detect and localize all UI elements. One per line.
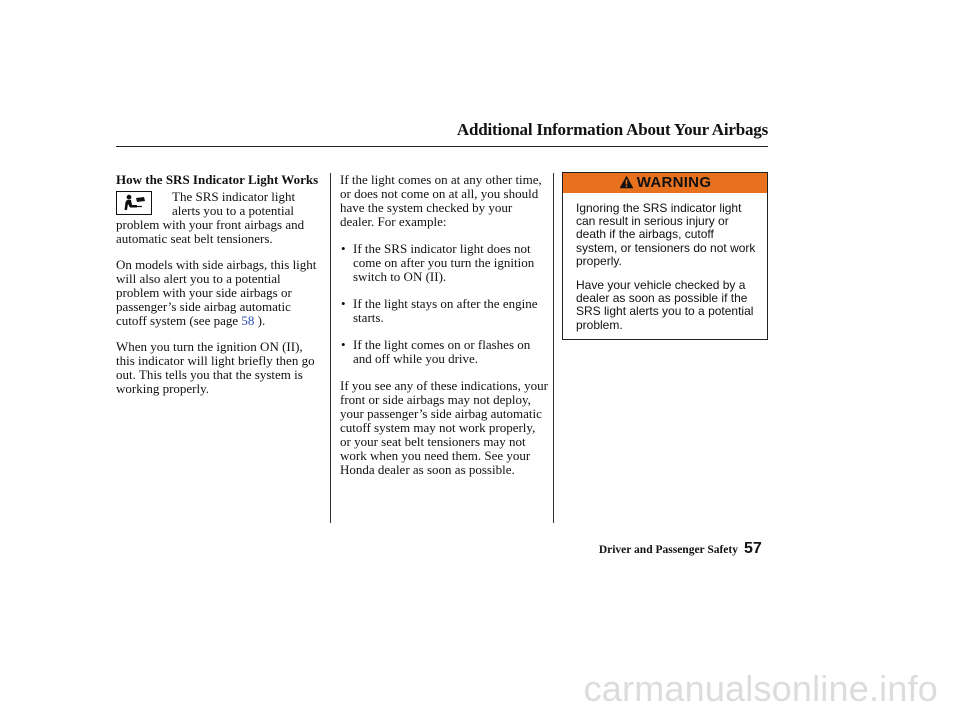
left-column: How the SRS Indicator Light Works The SR… [116,173,324,396]
paragraph-1-rest: problem with your front airbags and auto… [116,217,305,246]
paragraph-2: On models with side airbags, this light … [116,258,324,328]
section-heading: How the SRS Indicator Light Works [116,172,319,187]
warning-triangle-icon [619,175,634,189]
warning-paragraph: Have your vehicle checked by a dealer as… [576,278,754,332]
warning-body: Ignoring the SRS indicator light can res… [563,193,767,332]
title-rule [116,146,768,147]
list-item: • If the light stays on after the engine … [340,297,548,325]
warning-box: WARNING Ignoring the SRS indicator light… [562,172,768,340]
list-item-text: If the light stays on after the engine s… [353,296,538,325]
list-item-text: If the SRS indicator light does not come… [353,241,535,284]
paragraph-1-lead: The SRS indicator light alerts you to a … [172,189,296,218]
warning-label: WARNING [636,174,712,191]
indicator-paragraph: The SRS indicator light alerts you to a … [116,190,324,218]
column-divider-2 [553,173,554,523]
warning-paragraph: Ignoring the SRS indicator light can res… [576,201,756,268]
list-item: • If the SRS indicator light does not com… [340,242,548,284]
paragraph-3: When you turn the ignition ON (II), this… [116,339,315,396]
bullet-marker: • [341,241,346,256]
srs-airbag-indicator-icon [116,191,152,215]
watermark: carmanualsonline.info [583,668,938,709]
middle-column: If the light comes on at any other time,… [340,173,548,477]
page-number: 57 [744,540,762,557]
bullet-marker: • [341,337,346,352]
page-title: Additional Information About Your Airbag… [456,120,768,139]
paragraph-2-text: On models with side airbags, this light … [116,257,317,328]
warning-header: WARNING [563,173,767,193]
page-58-link[interactable]: 58 [241,313,255,328]
intro-paragraph: If the light comes on at any other time,… [340,172,542,229]
footer-section-name: Driver and Passenger Safety [598,544,738,556]
column-divider-1 [330,173,331,523]
closing-paragraph: If you see any of these indications, you… [340,378,548,477]
list-item: • If the light comes on or flashes on and… [340,338,548,366]
bullet-marker: • [341,296,346,311]
list-item-text: If the light comes on or flashes on and … [353,337,531,366]
paragraph-2-end: ). [257,313,266,328]
